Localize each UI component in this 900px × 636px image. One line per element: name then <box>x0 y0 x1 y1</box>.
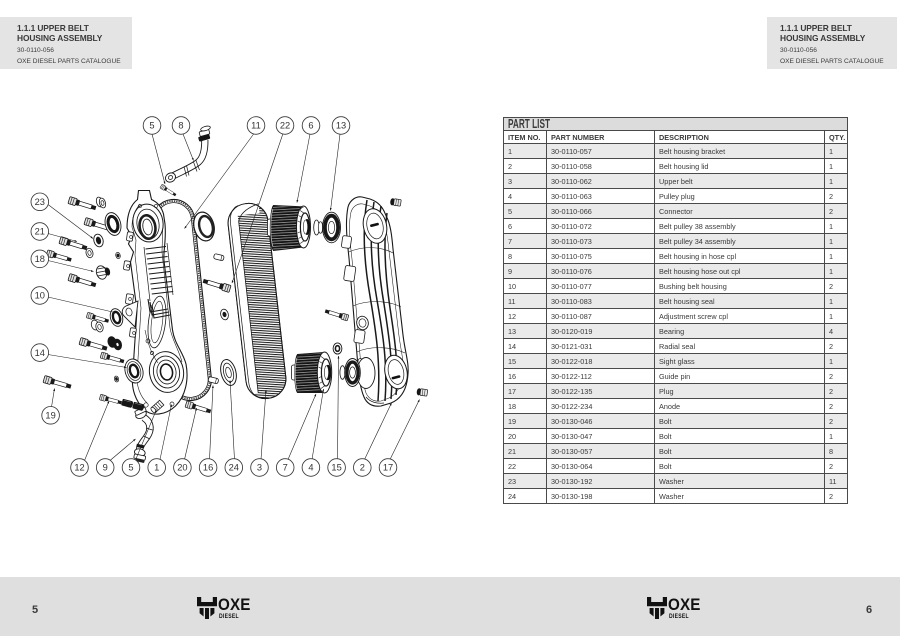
svg-text:5: 5 <box>128 463 133 473</box>
svg-text:24: 24 <box>229 463 239 473</box>
svg-text:4: 4 <box>308 463 313 473</box>
svg-text:3: 3 <box>257 463 262 473</box>
svg-text:14: 14 <box>35 348 45 358</box>
svg-text:12: 12 <box>74 463 84 473</box>
svg-text:13: 13 <box>336 121 346 131</box>
svg-text:21: 21 <box>35 227 45 237</box>
svg-text:5: 5 <box>149 121 154 131</box>
svg-text:18: 18 <box>35 254 45 264</box>
svg-text:9: 9 <box>103 463 108 473</box>
svg-text:23: 23 <box>35 197 45 207</box>
svg-text:1: 1 <box>154 463 159 473</box>
svg-text:16: 16 <box>203 463 213 473</box>
svg-text:17: 17 <box>383 463 393 473</box>
svg-text:11: 11 <box>251 121 261 131</box>
svg-text:7: 7 <box>283 463 288 473</box>
svg-text:8: 8 <box>178 121 183 131</box>
svg-text:10: 10 <box>35 291 45 301</box>
svg-text:15: 15 <box>331 463 341 473</box>
svg-text:6: 6 <box>308 121 313 131</box>
svg-text:19: 19 <box>45 411 55 421</box>
svg-text:2: 2 <box>360 463 365 473</box>
svg-text:20: 20 <box>177 463 187 473</box>
svg-text:22: 22 <box>280 121 290 131</box>
